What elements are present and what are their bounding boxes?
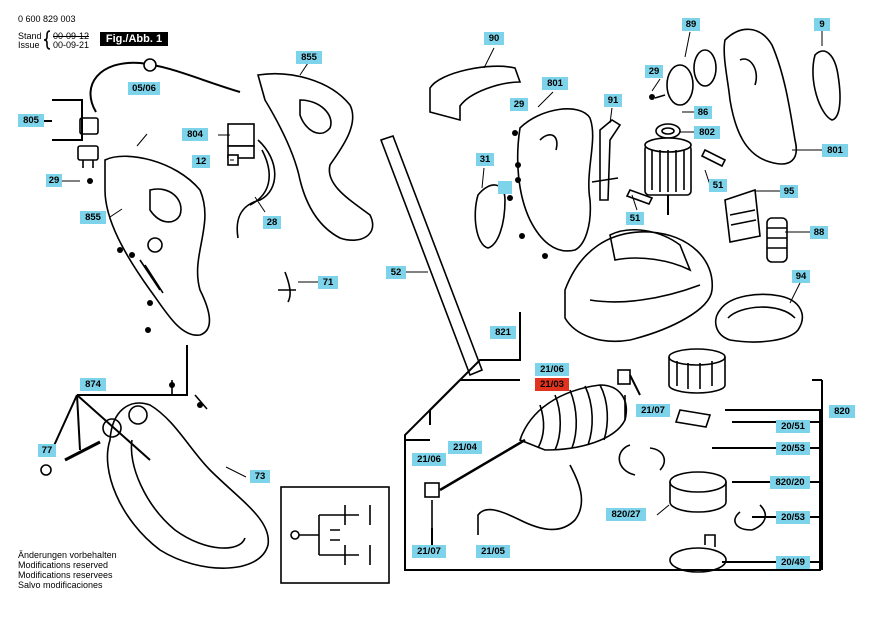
- part-label-51: 51: [709, 179, 727, 192]
- part-label-94: 94: [792, 270, 810, 283]
- part-label-52: 52: [386, 266, 406, 279]
- part-label-20-51: 20/51: [776, 420, 810, 433]
- part-label-801: 801: [542, 77, 568, 90]
- part-label-90: 90: [484, 32, 504, 45]
- part-label-05-06: 05/06: [128, 82, 160, 95]
- part-label-28: 28: [263, 216, 281, 229]
- part-label-820-20: 820/20: [770, 476, 810, 489]
- part-label-21-06: 21/06: [535, 363, 569, 376]
- part-label-855: 855: [80, 211, 106, 224]
- note-es: Salvo modificaciones: [18, 580, 103, 590]
- part-label-86: 86: [694, 106, 712, 119]
- note-fr: Modifications reservees: [18, 570, 113, 580]
- part-label-821: 821: [490, 326, 516, 339]
- part-label-21-04: 21/04: [448, 441, 482, 454]
- part-label-77: 77: [38, 444, 56, 457]
- part-label-20-53: 20/53: [776, 442, 810, 455]
- part-label-21-07: 21/07: [636, 404, 670, 417]
- part-label-855-right: 855: [296, 51, 322, 64]
- part-label-21-05: 21/05: [476, 545, 510, 558]
- part-label-21-06-lower: 21/06: [412, 453, 446, 466]
- note-de: Änderungen vorbehalten: [18, 550, 117, 560]
- part-label-21-03: 21/03: [535, 378, 569, 391]
- part-label-31: 31: [476, 153, 494, 166]
- part-label-9: 9: [814, 18, 830, 31]
- part-label-820-27: 820/27: [606, 508, 646, 521]
- part-label-91: 91: [604, 94, 622, 107]
- stand-date: 00-09-12: [53, 31, 90, 41]
- part-label-801-right: 801: [822, 144, 848, 157]
- figure-label: Fig./Abb. 1: [100, 32, 168, 46]
- part-label-874: 874: [80, 378, 106, 391]
- part-label-21-07-lower: 21/07: [412, 545, 446, 558]
- footer-notes: Änderungen vorbehalten Modifications res…: [18, 550, 117, 590]
- part-label-20-49: 20/49: [776, 556, 810, 569]
- part-label-73: 73: [250, 470, 270, 483]
- document-number: 0 600 829 003: [18, 14, 76, 24]
- part-label-804: 804: [182, 128, 208, 141]
- part-label-820: 820: [829, 405, 855, 418]
- part-label-blank: [498, 181, 512, 194]
- stand-label: Stand: [18, 31, 42, 41]
- part-label-29-mid: 29: [510, 98, 528, 111]
- part-label-51-lower: 51: [626, 212, 644, 225]
- part-label-95: 95: [780, 185, 798, 198]
- note-en: Modifications reserved: [18, 560, 109, 570]
- part-label-20-53-lower: 20/53: [776, 511, 810, 524]
- part-label-29-top: 29: [645, 65, 663, 78]
- issue-label: Issue: [18, 40, 40, 50]
- part-label-805: 805: [18, 114, 44, 127]
- part-label-89: 89: [682, 18, 700, 31]
- part-label-29: 29: [46, 174, 62, 187]
- issue-date: 00-09-21: [53, 40, 90, 50]
- part-label-71: 71: [318, 276, 338, 289]
- part-label-12: 12: [192, 155, 210, 168]
- part-label-802: 802: [694, 126, 720, 139]
- part-label-88: 88: [810, 226, 828, 239]
